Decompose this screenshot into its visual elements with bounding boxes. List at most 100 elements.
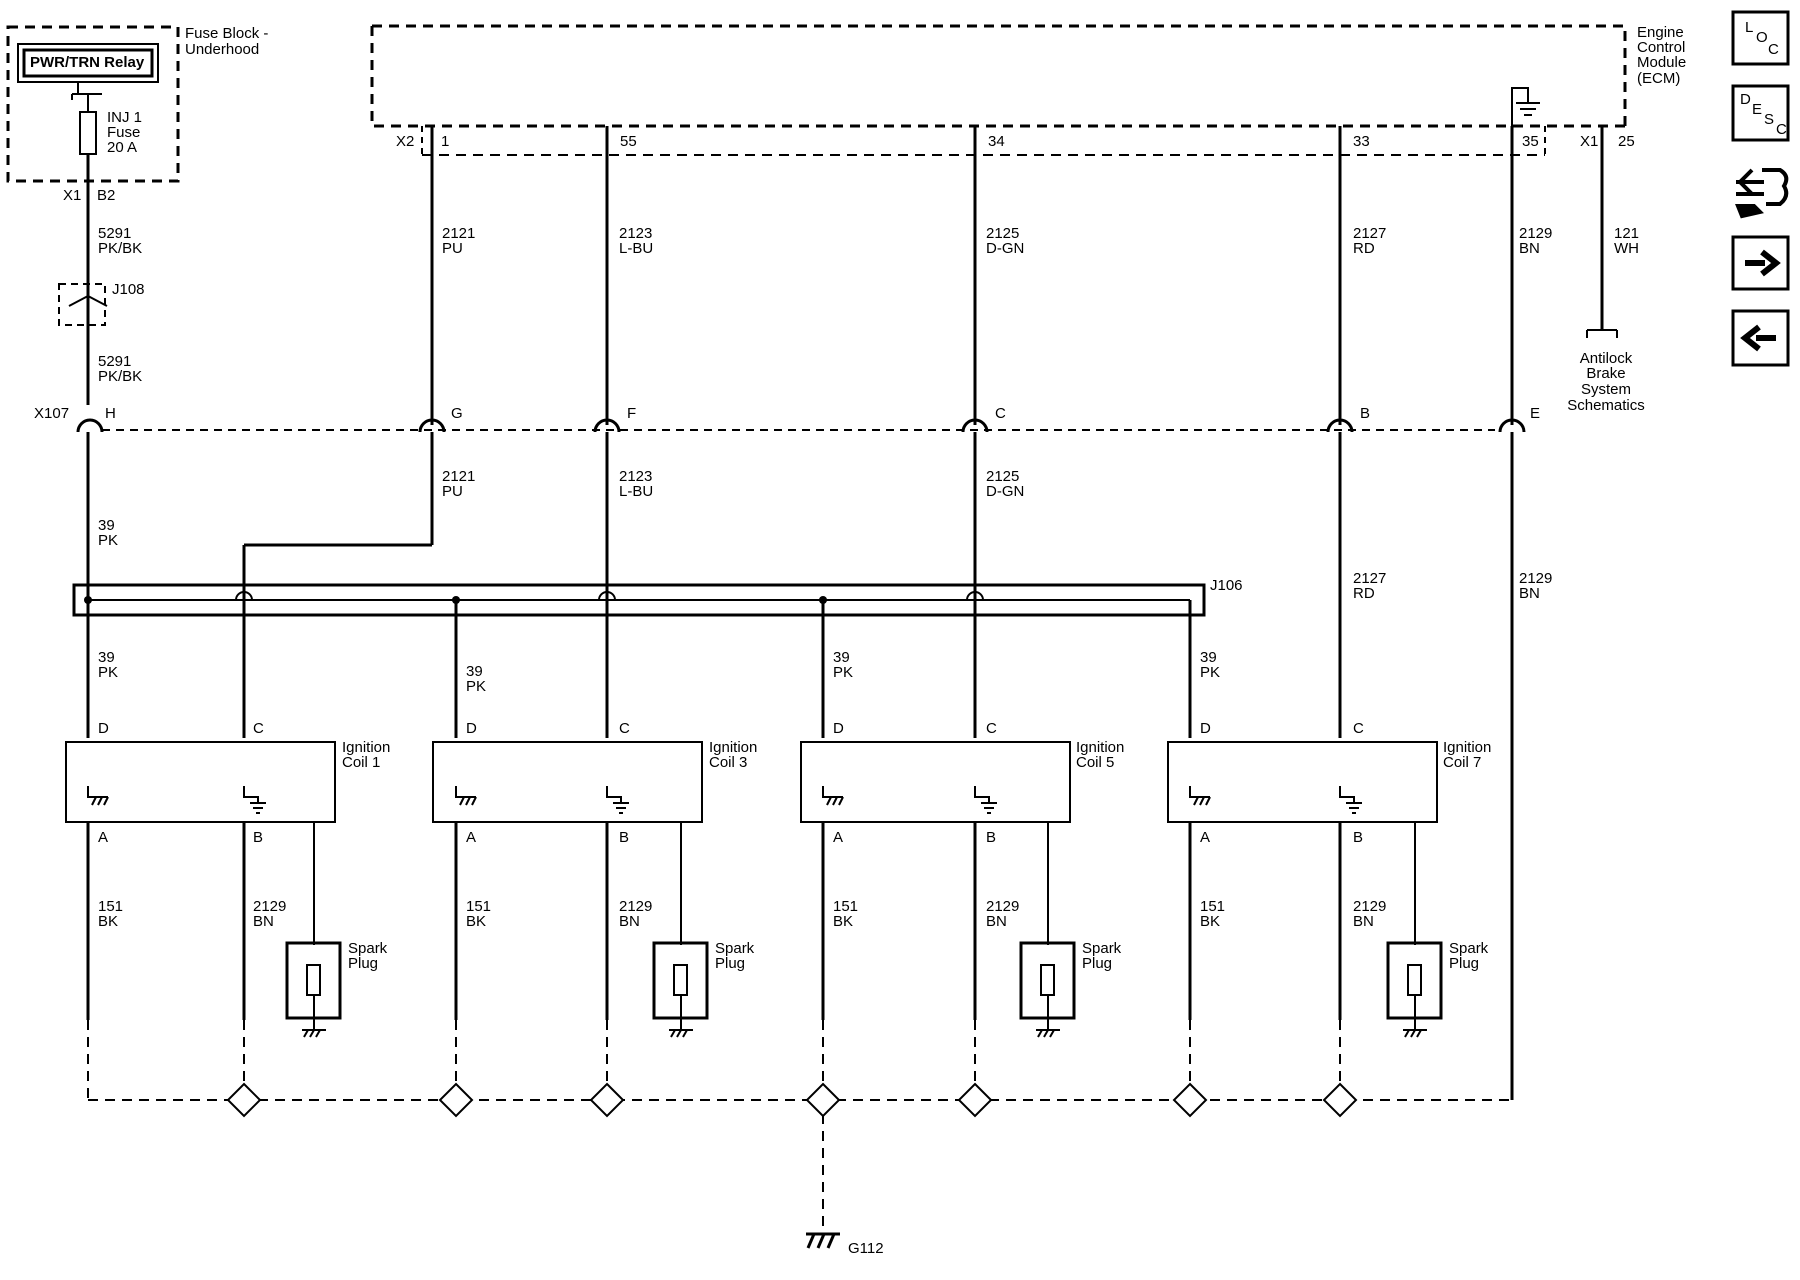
wire-label-color: PK bbox=[466, 678, 486, 695]
fuse-block-title-line2: Underhood bbox=[185, 41, 259, 58]
wire-label-color: PK bbox=[1200, 664, 1220, 681]
spark-plug-2 bbox=[652, 941, 709, 1038]
fuse-block-title-line1: Fuse Block - bbox=[185, 25, 268, 42]
coil-pin-c: C bbox=[986, 720, 997, 737]
wire-label-color: BN bbox=[1519, 240, 1540, 257]
fuse-block-border bbox=[6, 25, 180, 183]
coil-pin-b: B bbox=[253, 829, 263, 846]
ecm-label-line4: (ECM) bbox=[1637, 70, 1680, 87]
loc-icon-letter-l: L bbox=[1745, 19, 1753, 36]
wire-label-circuit: 2129 bbox=[1519, 570, 1552, 587]
wire-label-color: PK bbox=[98, 664, 118, 681]
fuse-label-line2: Fuse bbox=[107, 124, 140, 141]
wire-label-color: BK bbox=[466, 913, 486, 930]
forward-arrow-icon[interactable] bbox=[1731, 235, 1790, 291]
coil-pin-b: B bbox=[619, 829, 629, 846]
coil-pin-d: D bbox=[98, 720, 109, 737]
ecm-pin: 35 bbox=[1522, 133, 1539, 150]
coil-name-line2: Coil 5 bbox=[1076, 754, 1114, 771]
x107-pin: E bbox=[1530, 405, 1540, 422]
wire-label-color: PU bbox=[442, 240, 463, 257]
coil-pin-b: B bbox=[986, 829, 996, 846]
ecm-x1-connector: X1 bbox=[1580, 133, 1598, 150]
coil-name-line1: Ignition bbox=[709, 739, 757, 756]
wire-label-circuit: 121 bbox=[1614, 225, 1639, 242]
ecm-label-line2: Control bbox=[1637, 39, 1685, 56]
spark-plug-label-line1: Spark bbox=[1449, 940, 1489, 957]
wire-label-color: BN bbox=[986, 913, 1007, 930]
wire-label-color: BK bbox=[1200, 913, 1220, 930]
ecm-label-line1: Engine bbox=[1637, 24, 1684, 41]
wire-label-color: PK/BK bbox=[98, 368, 142, 385]
wire-label-circuit: 151 bbox=[98, 898, 123, 915]
desc-icon-letter-c: C bbox=[1776, 121, 1787, 138]
ignition-coil-3 bbox=[432, 741, 703, 823]
coil-pin-d: D bbox=[833, 720, 844, 737]
wire-label-color: BN bbox=[253, 913, 274, 930]
wire-label-color: RD bbox=[1353, 585, 1375, 602]
coil-name-line2: Coil 1 bbox=[342, 754, 380, 771]
wire-label-color: D-GN bbox=[986, 240, 1024, 257]
wire-label-color: BK bbox=[98, 913, 118, 930]
wire-label-circuit: 2127 bbox=[1353, 570, 1386, 587]
coil-pin-d: D bbox=[466, 720, 477, 737]
back-arrow-icon[interactable] bbox=[1731, 309, 1790, 367]
j108-splice bbox=[58, 283, 106, 326]
coil-name-line2: Coil 3 bbox=[709, 754, 747, 771]
spark-plug-label-line1: Spark bbox=[348, 940, 388, 957]
loc-icon-letter-o: O bbox=[1756, 29, 1768, 46]
coil-pin-a: A bbox=[98, 829, 108, 846]
coil-pin-b: B bbox=[1353, 829, 1363, 846]
coil-pin-c: C bbox=[619, 720, 630, 737]
j108-label: J108 bbox=[112, 281, 145, 298]
wire-label-circuit: 2121 bbox=[442, 468, 475, 485]
wire-label-circuit: 2129 bbox=[619, 898, 652, 915]
connector-wrench-icon[interactable] bbox=[1735, 168, 1789, 219]
wire-label-circuit: 39 bbox=[1200, 649, 1217, 666]
coil-name-line1: Ignition bbox=[1076, 739, 1124, 756]
ground-splice-diamonds bbox=[226, 1082, 1358, 1118]
pwr-trn-relay-box bbox=[17, 43, 159, 83]
x107-connector-pins bbox=[76, 418, 1526, 433]
abs-label-line3: System bbox=[1581, 381, 1631, 398]
spark-plug-label-line2: Plug bbox=[715, 955, 745, 972]
wire-label-color: L-BU bbox=[619, 240, 653, 257]
g112-ground-icon bbox=[806, 1232, 840, 1249]
ecm-pin: 1 bbox=[441, 133, 449, 150]
j106-splice-bar bbox=[72, 583, 1206, 617]
coil-name-line1: Ignition bbox=[342, 739, 390, 756]
wire-label-circuit: 39 bbox=[98, 517, 115, 534]
spark-plug-3 bbox=[1019, 941, 1076, 1038]
x107-pin: F bbox=[627, 405, 636, 422]
x107-pin: B bbox=[1360, 405, 1370, 422]
ecm-x2-connector: X2 bbox=[396, 133, 414, 150]
wire-label-circuit: 151 bbox=[833, 898, 858, 915]
fuse-block-pin: B2 bbox=[97, 187, 115, 204]
ecm-pin: 55 bbox=[620, 133, 637, 150]
desc-icon[interactable]: D E S C bbox=[1731, 84, 1790, 142]
wire-label-color: PU bbox=[442, 483, 463, 500]
ignition-coil-7 bbox=[1167, 741, 1438, 823]
x107-pin: G bbox=[451, 405, 463, 422]
wire-label-circuit: 2129 bbox=[986, 898, 1019, 915]
wire-label-color: BK bbox=[833, 913, 853, 930]
coil-name-line1: Ignition bbox=[1443, 739, 1491, 756]
spark-plug-label-line2: Plug bbox=[1449, 955, 1479, 972]
wire-label-circuit: 2123 bbox=[619, 468, 652, 485]
abs-label-line2: Brake bbox=[1586, 365, 1625, 382]
wire-label-circuit: 151 bbox=[1200, 898, 1225, 915]
coil-pin-c: C bbox=[253, 720, 264, 737]
desc-icon-letter-d: D bbox=[1740, 91, 1751, 108]
x107-label: X107 bbox=[34, 405, 69, 422]
ecm-x1-pin: 25 bbox=[1618, 133, 1635, 150]
coil-name-line2: Coil 7 bbox=[1443, 754, 1481, 771]
ecm-label-line3: Module bbox=[1637, 54, 1686, 71]
fuse-label-line1: INJ 1 bbox=[107, 109, 142, 126]
inj1-fuse bbox=[79, 111, 97, 155]
wire-label-color: D-GN bbox=[986, 483, 1024, 500]
wire-label-color: L-BU bbox=[619, 483, 653, 500]
pwr-trn-relay-label: PWR/TRN Relay bbox=[30, 54, 145, 71]
ecm-pin: 34 bbox=[988, 133, 1005, 150]
wire-label-circuit: 39 bbox=[833, 649, 850, 666]
loc-icon[interactable]: L O C bbox=[1731, 10, 1790, 66]
